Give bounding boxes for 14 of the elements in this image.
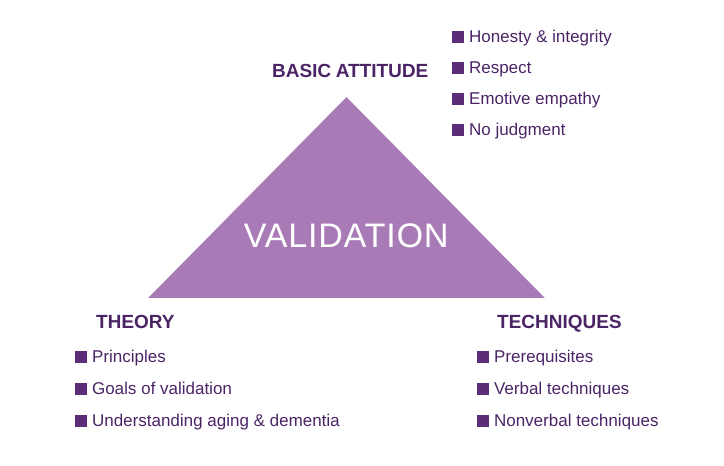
list-item: Respect [469, 57, 532, 79]
section-heading: BASIC ATTITUDE [272, 62, 428, 81]
list-item: Understanding aging & dementia [92, 410, 340, 432]
list-item: Honesty & integrity [469, 26, 612, 48]
section-heading: TECHNIQUES [497, 313, 622, 332]
section-heading: THEORY [96, 313, 174, 332]
list-item: Nonverbal techniques [494, 410, 658, 432]
list-item: Principles [92, 346, 166, 368]
list-item: Verbal techniques [494, 378, 630, 400]
triangle-label: VALIDATION [244, 219, 450, 253]
list-item: Goals of validation [92, 378, 232, 400]
list-item: Prerequisites [494, 346, 594, 368]
list-item: Emotive empathy [469, 88, 600, 110]
list-item: No judgment [469, 119, 566, 141]
